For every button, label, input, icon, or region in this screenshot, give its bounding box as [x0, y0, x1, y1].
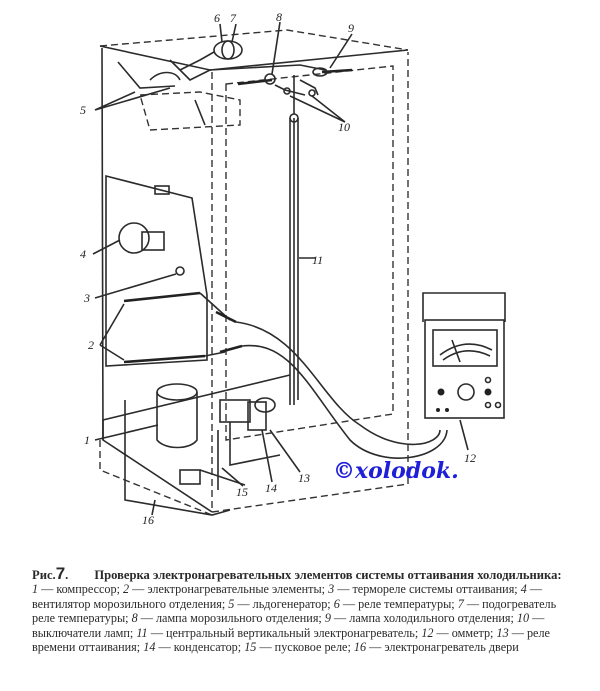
legend-item: 9 — лампа холодильного отделения; [324, 611, 514, 626]
figure-dot: . [65, 568, 69, 582]
legend-text: конденсатор; [173, 640, 242, 655]
callout-13: 13 [298, 471, 310, 485]
legend-text: пусковое реле; [274, 640, 351, 655]
legend-text: выключатели ламп; [32, 625, 134, 640]
callout-6: 6 [214, 11, 220, 25]
legend-text: электронагреватель двери [384, 640, 519, 655]
callout-15: 15 [236, 485, 248, 499]
callout-leaders [92, 21, 469, 516]
temperature-relay [179, 40, 243, 71]
legend-item: 13 — реле времени оттаивания; [32, 625, 550, 655]
legend-number: 8 [131, 611, 138, 626]
legend-number: 9 [324, 611, 331, 626]
callout-7: 7 [230, 11, 237, 25]
legend-item: 7 — подогреватель реле температуры; [32, 596, 557, 626]
legend-text: центральный вертикальный электронагреват… [165, 625, 419, 640]
heating-elements [123, 291, 243, 364]
legend-text: омметр; [451, 625, 494, 640]
legend-number: 1 [32, 582, 39, 597]
legend-item: 11 — центральный вертикальный электронаг… [136, 625, 419, 640]
legend-text: лампа холодильного отделения; [349, 611, 514, 626]
callout-5: 5 [80, 103, 86, 117]
callout-3: 3 [83, 291, 90, 305]
callout-14: 14 [265, 481, 277, 495]
legend-number: 6 [333, 596, 340, 611]
compressor-compartment [102, 374, 291, 516]
callout-12: 12 [464, 451, 476, 465]
legend-item: 4 — вентилятор морозильного отделения; [32, 582, 543, 611]
callout-1: 1 [84, 433, 90, 447]
legend-number: 3 [328, 582, 335, 597]
caption-title: Рис.7. Проверка электронагревательных эле… [32, 564, 572, 583]
callout-8: 8 [276, 10, 282, 24]
legend-number: 10 [516, 611, 530, 626]
legend-item: 16 — электронагреватель двери [353, 640, 519, 655]
legend-number: 7 [457, 596, 464, 611]
ohmmeter [422, 292, 506, 419]
legend-text: подогреватель реле температуры; [32, 596, 557, 626]
legend-text: электронагревательные элементы; [147, 582, 326, 597]
callout-11: 11 [312, 253, 323, 267]
central-vertical-heater [289, 75, 299, 405]
legend-item: 6 — реле температуры; [333, 596, 455, 611]
refrigerator-defrost-diagram: 1 2 3 4 5 6 7 8 9 10 11 12 13 14 15 16 ©… [80, 10, 506, 527]
legend-number: 2 [123, 582, 130, 597]
legend-item: 3 — термореле системы оттаивания; [328, 582, 518, 597]
figure-title: Проверка электронагревательных элементов… [94, 568, 562, 582]
legend-text: реле температуры; [358, 596, 455, 611]
callout-labels: 1 2 3 4 5 6 7 8 9 10 11 12 13 14 15 16 [80, 10, 476, 527]
legend-number: 13 [496, 625, 509, 640]
legend-number: 5 [228, 596, 235, 611]
legend-text: реле времени оттаивания; [32, 625, 550, 655]
lamps [209, 64, 353, 97]
legend-number: 16 [353, 640, 367, 655]
figure-legend: 1 — компрессор; 2 — электронагревательны… [32, 582, 572, 654]
legend-item: 12 — омметр; [421, 625, 494, 640]
figure-number: 7 [55, 564, 66, 583]
legend-number: 15 [244, 640, 257, 655]
freezer-fan [105, 174, 208, 367]
test-leads [235, 321, 448, 459]
legend-number: 12 [421, 625, 434, 640]
legend-number: 11 [136, 625, 148, 640]
callout-9: 9 [348, 21, 354, 35]
legend-number: 4 [520, 582, 527, 597]
legend-text: лампа морозильного отделения; [155, 611, 322, 626]
watermark: ©xolodok. [333, 458, 459, 484]
legend-item: 10 — выключатели ламп; [32, 611, 545, 640]
legend-item: 1 — компрессор; [32, 582, 120, 597]
legend-item: 14 — конденсатор; [143, 640, 242, 655]
legend-number: 14 [143, 640, 156, 655]
figure-prefix: Рис. [32, 568, 56, 582]
legend-item: 8 — лампа морозильного отделения; [131, 611, 322, 626]
legend-text: термореле системы оттаивания; [352, 582, 518, 597]
callout-4: 4 [80, 247, 86, 261]
legend-text: компрессор; [56, 582, 120, 597]
callout-10: 10 [338, 120, 350, 134]
legend-text: льдогенератор; [252, 596, 331, 611]
icemaker [117, 59, 241, 131]
legend-item: 5 — льдогенератор; [228, 596, 331, 611]
callout-2: 2 [88, 338, 94, 352]
legend-text: вентилятор морозильного отделения; [32, 596, 226, 611]
callout-16: 16 [142, 513, 154, 527]
refrigerator-cabinet [99, 29, 409, 516]
figure-caption: Рис.7.Проверка электронагревательных эле… [32, 564, 572, 654]
legend-item: 15 — пусковое реле; [244, 640, 351, 655]
legend-item: 2 — электронагревательные элементы; [123, 582, 326, 597]
defrost-thermostat [175, 266, 185, 276]
